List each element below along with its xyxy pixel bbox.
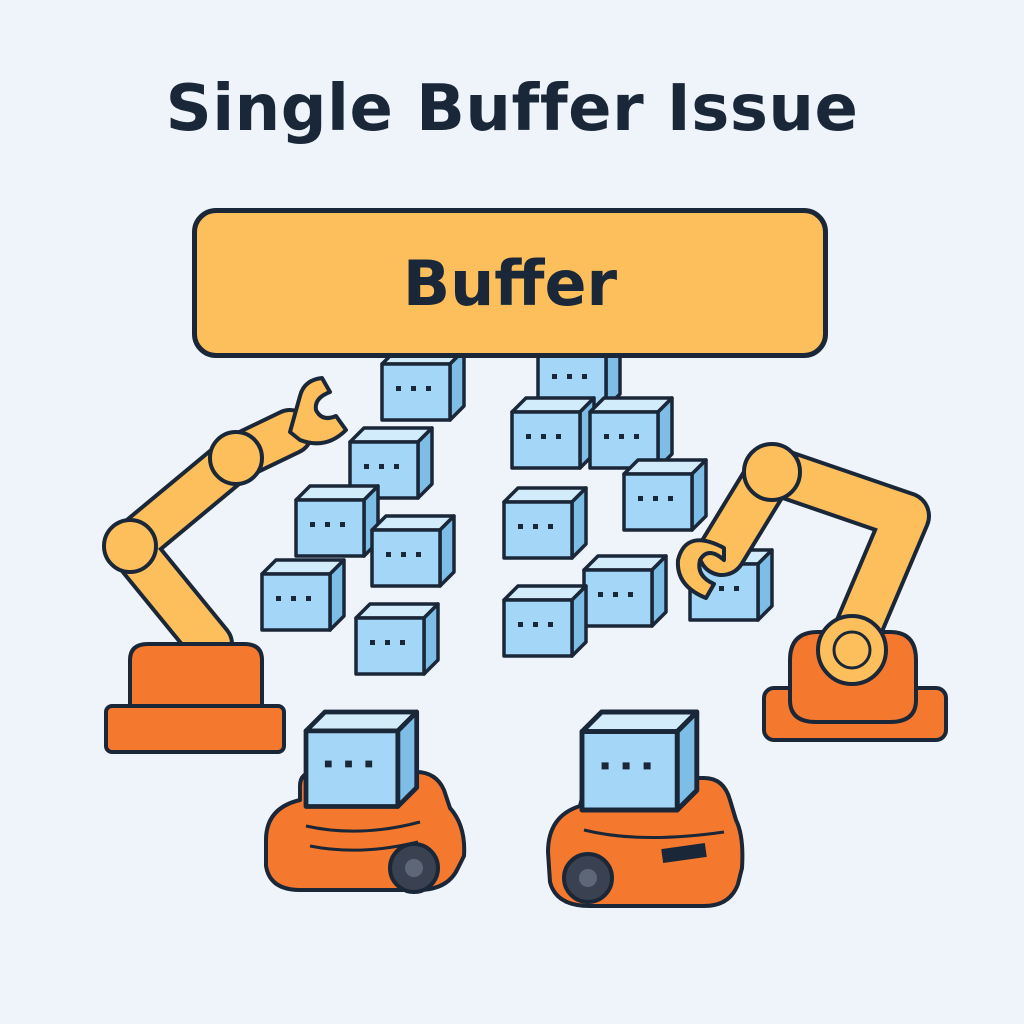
buffer-label: Buffer	[402, 246, 618, 320]
robotic-arm-left-icon	[102, 376, 348, 754]
box-pile	[260, 336, 774, 676]
mobile-robot-left-icon	[264, 712, 467, 894]
buffer-box: Buffer	[192, 208, 828, 358]
page-title: Single Buffer Issue	[165, 72, 859, 146]
robotic-arm-right-icon	[675, 442, 948, 742]
mobile-robot-right-icon	[546, 712, 745, 908]
